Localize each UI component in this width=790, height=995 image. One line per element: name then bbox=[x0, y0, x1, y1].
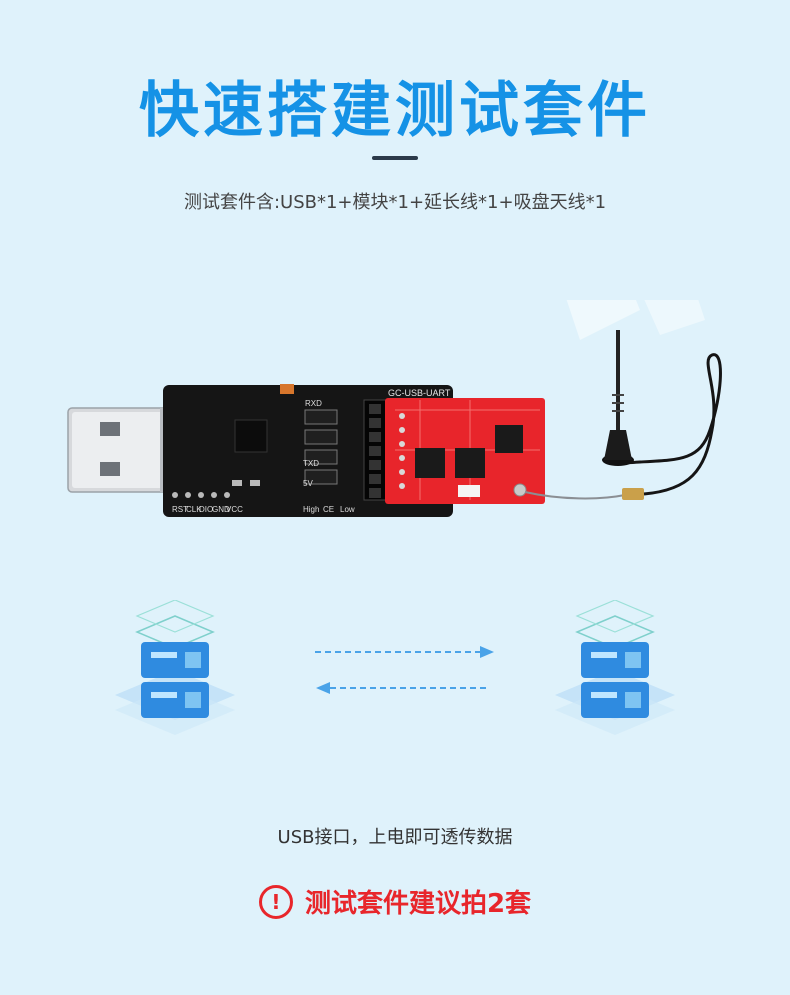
server-right-icon bbox=[555, 600, 675, 735]
pcb-pin-label: RST bbox=[172, 505, 188, 514]
sucker-antenna bbox=[602, 330, 634, 466]
data-transfer-arrows bbox=[315, 646, 494, 694]
board-bottom-label: High bbox=[303, 505, 319, 514]
jumper-label: TXD bbox=[303, 459, 319, 468]
board-bottom-label: Low bbox=[340, 505, 355, 514]
jumper-label: 5V bbox=[303, 479, 313, 488]
pcb-pin-label: GND bbox=[212, 505, 230, 514]
pcb-pin-label: VCC bbox=[226, 505, 243, 514]
warning-note: ! 测试套件建议拍2套 bbox=[0, 883, 790, 920]
wireless-module bbox=[385, 398, 545, 504]
title-divider bbox=[372, 156, 418, 160]
exclamation-circle-icon: ! bbox=[258, 884, 293, 919]
kit-contents-text: 测试套件含:USB*1+模块*1+延长线*1+吸盘天线*1 bbox=[183, 192, 607, 213]
extension-cable bbox=[524, 491, 626, 500]
page-title: 快速搭建测试套件 bbox=[139, 76, 651, 146]
usb-plug bbox=[67, 407, 179, 493]
server-left-icon bbox=[115, 600, 235, 735]
pcb-pin-label: CLK bbox=[186, 505, 202, 514]
usb-adapter-pcb bbox=[163, 384, 453, 517]
pcb-silk-top: GC-USB-UART bbox=[388, 388, 451, 398]
warning-text: 测试套件建议拍2套 bbox=[304, 889, 532, 919]
pcb-pin-label: DIO bbox=[199, 505, 213, 514]
usb-caption: USB接口，上电即可透传数据 bbox=[277, 827, 513, 848]
jumper-label: RXD bbox=[305, 399, 322, 408]
board-bottom-label: CE bbox=[323, 505, 334, 514]
product-image: GC-USB-UART RST CLK DIO GND VCC RXD TXD … bbox=[67, 300, 722, 517]
